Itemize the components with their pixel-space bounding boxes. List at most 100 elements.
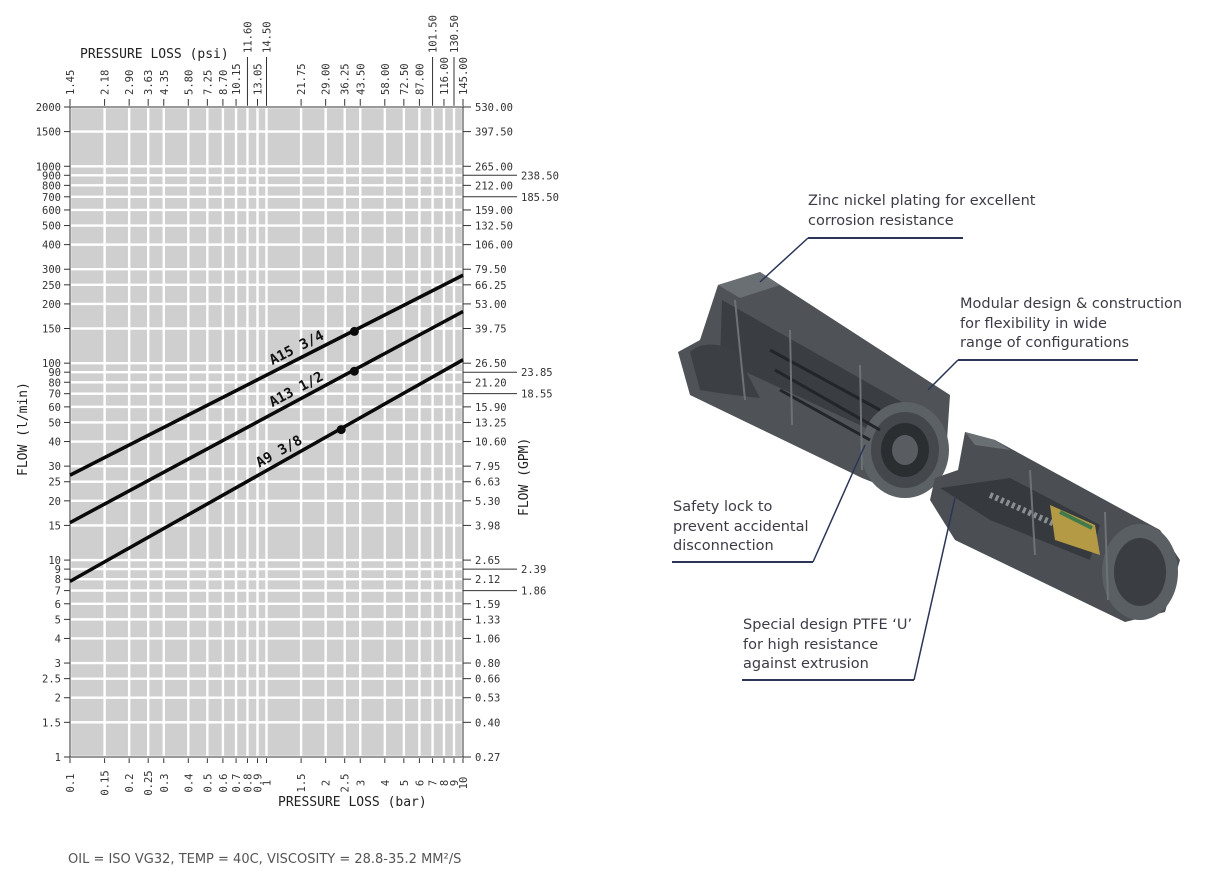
x-tick-label: 2.5 [340, 774, 352, 793]
y-tick-label: 7 [55, 586, 61, 598]
x-tick-label: 0.4 [183, 774, 195, 793]
x-tick-label: 2 [321, 780, 333, 786]
y2-tick-label: 18.55 [521, 389, 553, 401]
x-tick-label: 9 [449, 780, 461, 786]
y-tick-label: 500 [42, 221, 61, 233]
y2-tick-label: 53.00 [475, 299, 507, 311]
callout-ptfe-line-1: Special design PTFE ‘U’ [743, 617, 913, 633]
y2-axis-title: FLOW (GPM) [517, 438, 532, 516]
y-tick-label: 600 [42, 205, 61, 217]
coupling-male-half-image [930, 432, 1180, 622]
y-tick-label: 1000 [36, 161, 61, 173]
series-line-2 [69, 358, 464, 583]
y2-tick-label: 2.39 [521, 564, 546, 576]
y2-tick-label: 2.12 [475, 574, 500, 586]
x2-tick-label: 101.50 [428, 15, 440, 53]
callout-modular-line-3: range of configurations [960, 335, 1130, 351]
y2-tick-label: 2.65 [475, 555, 500, 567]
y2-tick-label: 1.33 [475, 614, 500, 626]
y2-tick-label: 0.27 [475, 752, 500, 764]
y2-tick-label: 7.95 [475, 461, 500, 473]
y-tick-label: 1 [55, 752, 61, 764]
x-tick-label: 4 [380, 780, 392, 786]
y2-tick-label: 238.50 [521, 170, 559, 182]
callout-zinc-leader [759, 237, 963, 283]
series-line-1 [69, 309, 464, 525]
coupling-female-half-image [678, 272, 950, 498]
x-tick-label: 1 [262, 780, 274, 786]
y2-tick-label: 0.66 [475, 674, 500, 686]
y-tick-label: 9 [55, 564, 61, 576]
callout-safety: Safety lock to prevent accidental discon… [673, 498, 809, 557]
y2-tick-label: 212.00 [475, 180, 513, 192]
y-tick-label: 900 [42, 170, 61, 182]
y2-tick-label: 15.90 [475, 402, 507, 414]
x-tick-label: 1.5 [296, 774, 308, 793]
y-tick-label: 100 [42, 358, 61, 370]
y2-tick-label: 23.85 [521, 367, 553, 379]
y2-tick-label: 265.00 [475, 161, 513, 173]
y2-tick-label: 185.50 [521, 192, 559, 204]
x2-tick-label: 145.00 [458, 57, 470, 95]
callout-safety-line-1: Safety lock to [673, 499, 773, 515]
x2-tick-label: 72.50 [399, 63, 411, 95]
y-tick-label: 60 [48, 402, 61, 414]
x-tick-label: 0.2 [124, 774, 136, 793]
y2-tick-label: 66.25 [475, 280, 507, 292]
y2-tick-label: 159.00 [475, 205, 513, 217]
callout-zinc: Zinc nickel plating for excellent corros… [808, 192, 1035, 231]
x2-tick-label: 7.25 [202, 70, 214, 95]
y2-tick-label: 1.86 [521, 586, 546, 598]
x-tick-label: 0.8 [242, 774, 254, 793]
x2-tick-label: 36.25 [340, 63, 352, 95]
callout-safety-leader [672, 444, 866, 563]
y-axis-title: FLOW (l/min) [16, 382, 31, 476]
callout-ptfe: Special design PTFE ‘U’ for high resista… [743, 616, 912, 675]
callout-zinc-line-2: corrosion resistance [808, 212, 954, 229]
series-marker-0 [349, 326, 359, 336]
x2-axis-title: PRESSURE LOSS (psi) [80, 47, 229, 62]
x2-tick-label: 43.50 [355, 63, 367, 95]
x-tick-label: 6 [414, 780, 426, 786]
callout-modular-leader [927, 359, 1138, 391]
y-tick-label: 40 [48, 437, 61, 449]
x-tick-label: 0.25 [143, 770, 155, 795]
x-tick-label: 0.3 [159, 774, 171, 793]
x2-tick-label: 21.75 [296, 63, 308, 95]
y2-tick-label: 0.80 [475, 658, 500, 670]
y2-tick-label: 79.50 [475, 264, 507, 276]
y-tick-label: 10 [48, 555, 61, 567]
y-tick-label: 80 [48, 377, 61, 389]
callout-safety-line-2: prevent accidental [673, 518, 809, 535]
x2-tick-label: 11.60 [242, 21, 254, 53]
x-tick-label: 8 [439, 780, 451, 786]
callout-modular-line-2: for flexibility in wide [960, 315, 1107, 332]
x-tick-label: 10 [458, 777, 470, 790]
x-tick-label: 5 [399, 780, 411, 786]
y2-tick-label: 10.60 [475, 437, 507, 449]
x2-tick-label: 5.80 [183, 70, 195, 95]
y-tick-label: 250 [42, 280, 61, 292]
y-tick-label: 2000 [36, 102, 61, 114]
x-axis-title: PRESSURE LOSS (bar) [278, 795, 427, 810]
y-tick-label: 200 [42, 299, 61, 311]
y-tick-label: 50 [48, 417, 61, 429]
y-tick-label: 25 [48, 477, 61, 489]
callout-modular-line-1: Modular design & construction [960, 296, 1183, 312]
x2-tick-label: 13.05 [253, 63, 265, 95]
callout-ptfe-line-2: for high resistance [743, 636, 879, 653]
x2-tick-label: 3.63 [143, 70, 155, 95]
callout-ptfe-leader [742, 497, 956, 681]
y-tick-label: 2.5 [42, 674, 61, 686]
x2-tick-label: 116.00 [439, 57, 451, 95]
x2-tick-label: 1.45 [65, 70, 77, 95]
y2-tick-label: 13.25 [475, 417, 507, 429]
y2-tick-label: 132.50 [475, 221, 513, 233]
y2-tick-label: 530.00 [475, 102, 513, 114]
y-tick-label: 3 [55, 658, 61, 670]
callout-zinc-line-1: Zinc nickel plating for excellent [808, 193, 1036, 209]
y-tick-label: 20 [48, 496, 61, 508]
y2-tick-label: 21.20 [475, 377, 507, 389]
